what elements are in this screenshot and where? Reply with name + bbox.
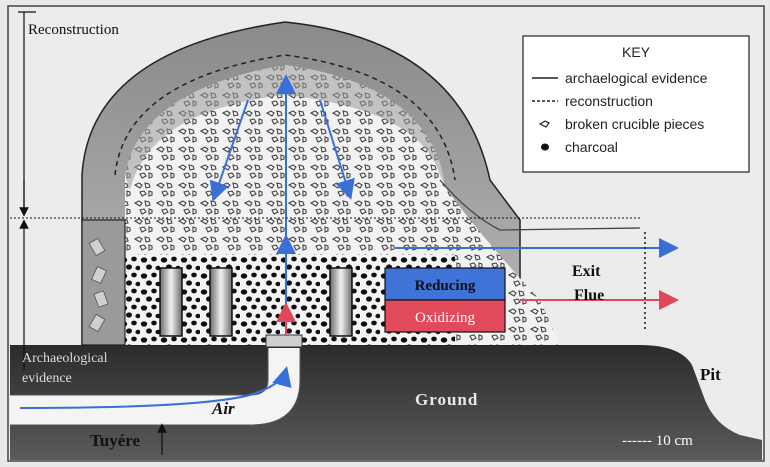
key-item-2: reconstruction xyxy=(565,93,653,109)
dimension-markers xyxy=(18,11,167,455)
key-item-4: charcoal xyxy=(565,139,618,155)
charcoal-dot-icon xyxy=(541,143,549,151)
oxidizing-zone xyxy=(384,299,506,333)
exit-label: Exit xyxy=(572,263,601,280)
crucible-piece-icon xyxy=(538,120,550,128)
ground-area xyxy=(10,345,762,460)
scale-label: ------ 10 cm xyxy=(622,433,693,449)
crucibles xyxy=(159,267,353,337)
crucible-3 xyxy=(329,267,353,337)
reducing-label: Reducing xyxy=(415,278,476,294)
ground-label: Ground xyxy=(415,390,478,409)
flue-label: Flue xyxy=(574,287,604,304)
key-item-1: archaelogical evidence xyxy=(565,70,708,86)
archaeological-label-2: evidence xyxy=(22,371,72,386)
key-legend: KEY archaelogical evidence reconstructio… xyxy=(522,35,750,173)
reducing-zone xyxy=(384,267,506,301)
archaeological-label-1: Archaeological xyxy=(22,351,108,366)
air-label: Air xyxy=(211,399,235,418)
oxidizing-label: Oxidizing xyxy=(415,310,475,326)
gas-flow-arrows xyxy=(19,74,679,409)
crucible-1 xyxy=(159,267,183,337)
reconstruction-label: Reconstruction xyxy=(28,22,119,38)
crucible-2 xyxy=(209,267,233,337)
pit-label: Pit xyxy=(700,365,721,384)
key-title: KEY xyxy=(622,44,651,60)
key-item-3: broken crucible pieces xyxy=(565,116,704,132)
tuyere-label: Tuyére xyxy=(90,431,141,450)
